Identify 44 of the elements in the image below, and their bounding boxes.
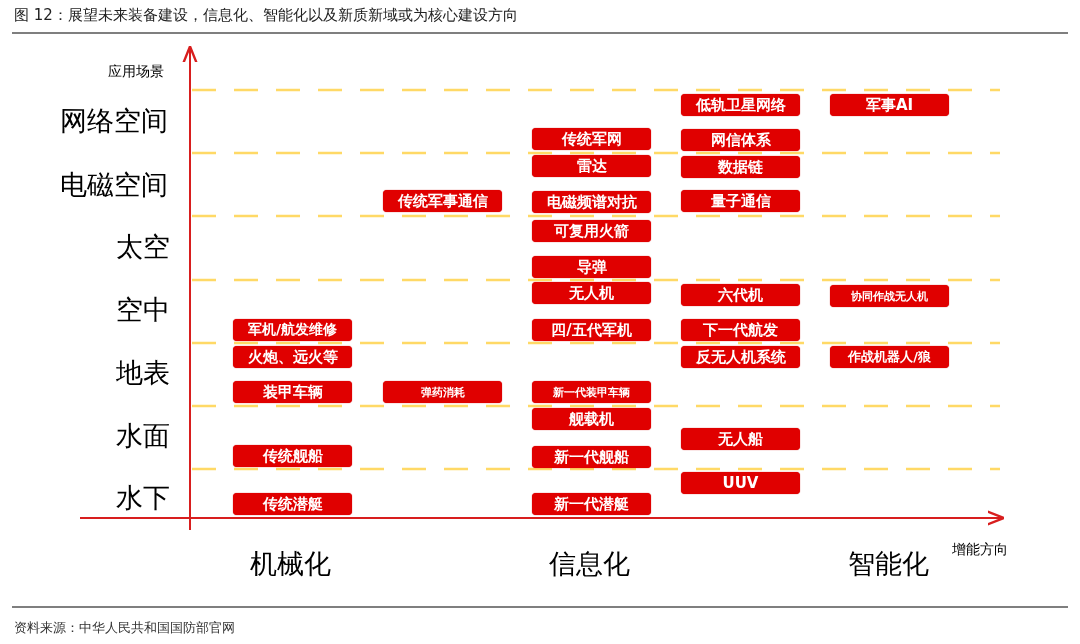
category-tag: 低轨卫星网络 bbox=[681, 94, 800, 116]
column-label: 信息化 bbox=[549, 547, 630, 581]
category-tag: 舰载机 bbox=[532, 408, 651, 430]
category-tag: 量子通信 bbox=[681, 190, 800, 212]
category-tag: 新一代舰船 bbox=[532, 446, 651, 468]
category-tag: 弹药消耗 bbox=[383, 381, 502, 403]
category-tag: 无人船 bbox=[681, 428, 800, 450]
category-tag: 传统潜艇 bbox=[233, 493, 352, 515]
category-tag: 雷达 bbox=[532, 155, 651, 177]
category-tag: 新一代装甲车辆 bbox=[532, 381, 651, 403]
row-label: 电磁空间 bbox=[60, 168, 168, 202]
category-tag: 电磁频谱对抗 bbox=[532, 191, 651, 213]
category-tag: UUV bbox=[681, 472, 800, 494]
category-tag: 导弹 bbox=[532, 256, 651, 278]
row-label: 网络空间 bbox=[60, 104, 168, 138]
category-tag: 传统军事通信 bbox=[383, 190, 502, 212]
category-tag: 数据链 bbox=[681, 156, 800, 178]
category-tag: 协同作战无人机 bbox=[830, 285, 949, 307]
row-label: 水面 bbox=[116, 419, 170, 453]
category-tag: 可复用火箭 bbox=[532, 220, 651, 242]
category-tag: 六代机 bbox=[681, 284, 800, 306]
row-label: 空中 bbox=[116, 293, 170, 327]
source-note: 资料来源：中华人民共和国国防部官网 bbox=[14, 619, 235, 637]
category-tag: 装甲车辆 bbox=[233, 381, 352, 403]
category-tag: 军事AI bbox=[830, 94, 949, 116]
category-tag: 四/五代军机 bbox=[532, 319, 651, 341]
row-label: 地表 bbox=[116, 356, 170, 390]
axis-title: 应用场景 bbox=[108, 63, 164, 81]
row-label: 太空 bbox=[116, 230, 170, 264]
category-tag: 无人机 bbox=[532, 282, 651, 304]
category-tag: 反无人机系统 bbox=[681, 346, 800, 368]
category-tag: 火炮、远火等 bbox=[233, 346, 352, 368]
column-label: 机械化 bbox=[250, 547, 331, 581]
category-tag: 军机/航发维修 bbox=[233, 319, 352, 341]
category-tag: 传统舰船 bbox=[233, 445, 352, 467]
category-tag: 下一代航发 bbox=[681, 319, 800, 341]
axis-title: 增能方向 bbox=[952, 541, 1008, 559]
figure-title: 图 12：展望未来装备建设，信息化、智能化以及新质新域或为核心建设方向 bbox=[14, 6, 518, 25]
category-tag: 网信体系 bbox=[681, 129, 800, 151]
row-label: 水下 bbox=[116, 481, 170, 515]
category-tag: 作战机器人/狼 bbox=[830, 346, 949, 368]
column-label: 智能化 bbox=[848, 547, 929, 581]
category-tag: 新一代潜艇 bbox=[532, 493, 651, 515]
category-tag: 传统军网 bbox=[532, 128, 651, 150]
